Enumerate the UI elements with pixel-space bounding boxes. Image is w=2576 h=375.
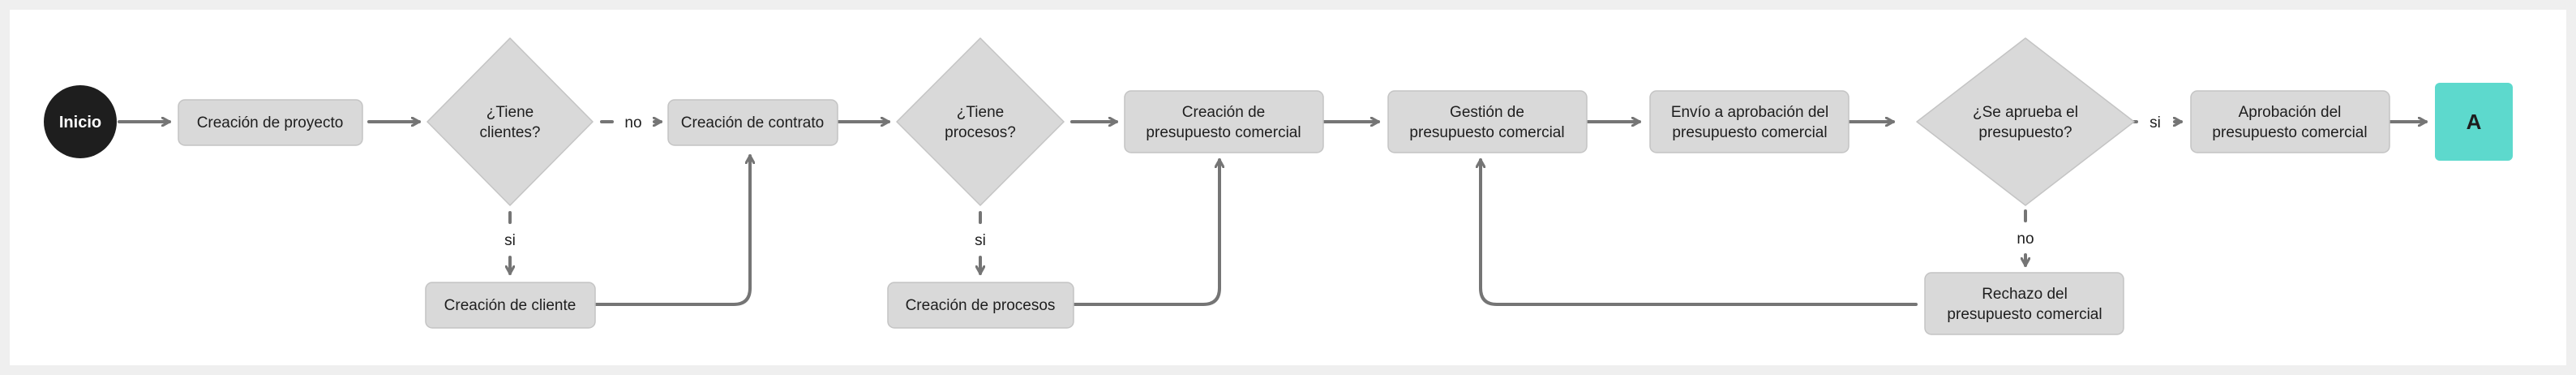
decision-se-aprueba-line1: ¿Se aprueba el bbox=[1973, 104, 2078, 121]
node-creacion-procesos: Creación de procesos bbox=[887, 282, 1074, 329]
label-si-clientes: si bbox=[504, 232, 516, 249]
node-envio-aprobacion: Envío a aprobación del presupuesto comer… bbox=[1649, 90, 1849, 153]
node-inicio: Inicio bbox=[44, 85, 117, 158]
node-gestion-presupuesto-line1: Gestión de bbox=[1450, 104, 1524, 121]
decision-tiene-clientes-line1: ¿Tiene bbox=[486, 104, 534, 121]
node-creacion-presupuesto: Creación de presupuesto comercial bbox=[1124, 90, 1324, 153]
node-aprobacion-presupuesto: Aprobación del presupuesto comercial bbox=[2190, 90, 2390, 153]
node-rechazo-presupuesto: Rechazo del presupuesto comercial bbox=[1924, 272, 2124, 335]
label-si-procesos: si bbox=[975, 232, 986, 249]
decision-tiene-procesos-line2: procesos? bbox=[945, 124, 1016, 141]
node-envio-aprobacion-line1: Envío a aprobación del bbox=[1671, 104, 1828, 121]
edges bbox=[118, 122, 2428, 306]
flowchart: no si si si no Inicio Creación de proyec… bbox=[44, 37, 2513, 335]
node-aprobacion-presupuesto-line2: presupuesto comercial bbox=[2212, 124, 2367, 141]
node-connector-a-label: A bbox=[2467, 110, 2482, 134]
label-no-aprueba: no bbox=[2017, 231, 2034, 248]
decision-se-aprueba-line2: presupuesto? bbox=[1978, 124, 2072, 141]
node-creacion-contrato-label: Creación de contrato bbox=[681, 114, 824, 131]
decision-tiene-clientes: ¿Tiene clientes? bbox=[426, 37, 594, 206]
label-si-aprueba: si bbox=[2150, 114, 2161, 131]
decision-tiene-clientes-line2: clientes? bbox=[480, 124, 541, 141]
decision-se-aprueba: ¿Se aprueba el presupuesto? bbox=[1916, 37, 2135, 206]
node-creacion-cliente-label: Creación de cliente bbox=[444, 297, 576, 314]
node-creacion-presupuesto-line1: Creación de bbox=[1182, 104, 1265, 121]
node-connector-a: A bbox=[2435, 83, 2513, 161]
node-creacion-procesos-label: Creación de procesos bbox=[906, 297, 1056, 314]
label-no-clientes: no bbox=[624, 114, 641, 131]
node-rechazo-presupuesto-line1: Rechazo del bbox=[1982, 286, 2068, 303]
diagram-canvas: no si si si no Inicio Creación de proyec… bbox=[10, 10, 2566, 365]
node-gestion-presupuesto: Gestión de presupuesto comercial bbox=[1387, 90, 1588, 153]
edge-rechazo-gestion bbox=[1481, 158, 1918, 306]
node-creacion-contrato: Creación de contrato bbox=[667, 99, 838, 146]
node-creacion-proyecto-label: Creación de proyecto bbox=[197, 114, 344, 131]
node-creacion-presupuesto-line2: presupuesto comercial bbox=[1146, 124, 1301, 141]
edge-cliente-contrato bbox=[594, 154, 750, 306]
edge-creacionprocesos-presupuesto bbox=[1073, 158, 1219, 306]
node-creacion-cliente: Creación de cliente bbox=[425, 282, 596, 329]
node-envio-aprobacion-line2: presupuesto comercial bbox=[1672, 124, 1827, 141]
decision-tiene-procesos: ¿Tiene procesos? bbox=[896, 37, 1065, 206]
node-creacion-proyecto: Creación de proyecto bbox=[178, 99, 363, 146]
node-gestion-presupuesto-line2: presupuesto comercial bbox=[1409, 124, 1564, 141]
node-rechazo-presupuesto-line2: presupuesto comercial bbox=[1947, 306, 2102, 323]
node-inicio-label: Inicio bbox=[59, 114, 101, 131]
node-aprobacion-presupuesto-line1: Aprobación del bbox=[2239, 104, 2342, 121]
decision-tiene-procesos-line1: ¿Tiene bbox=[957, 104, 1004, 121]
